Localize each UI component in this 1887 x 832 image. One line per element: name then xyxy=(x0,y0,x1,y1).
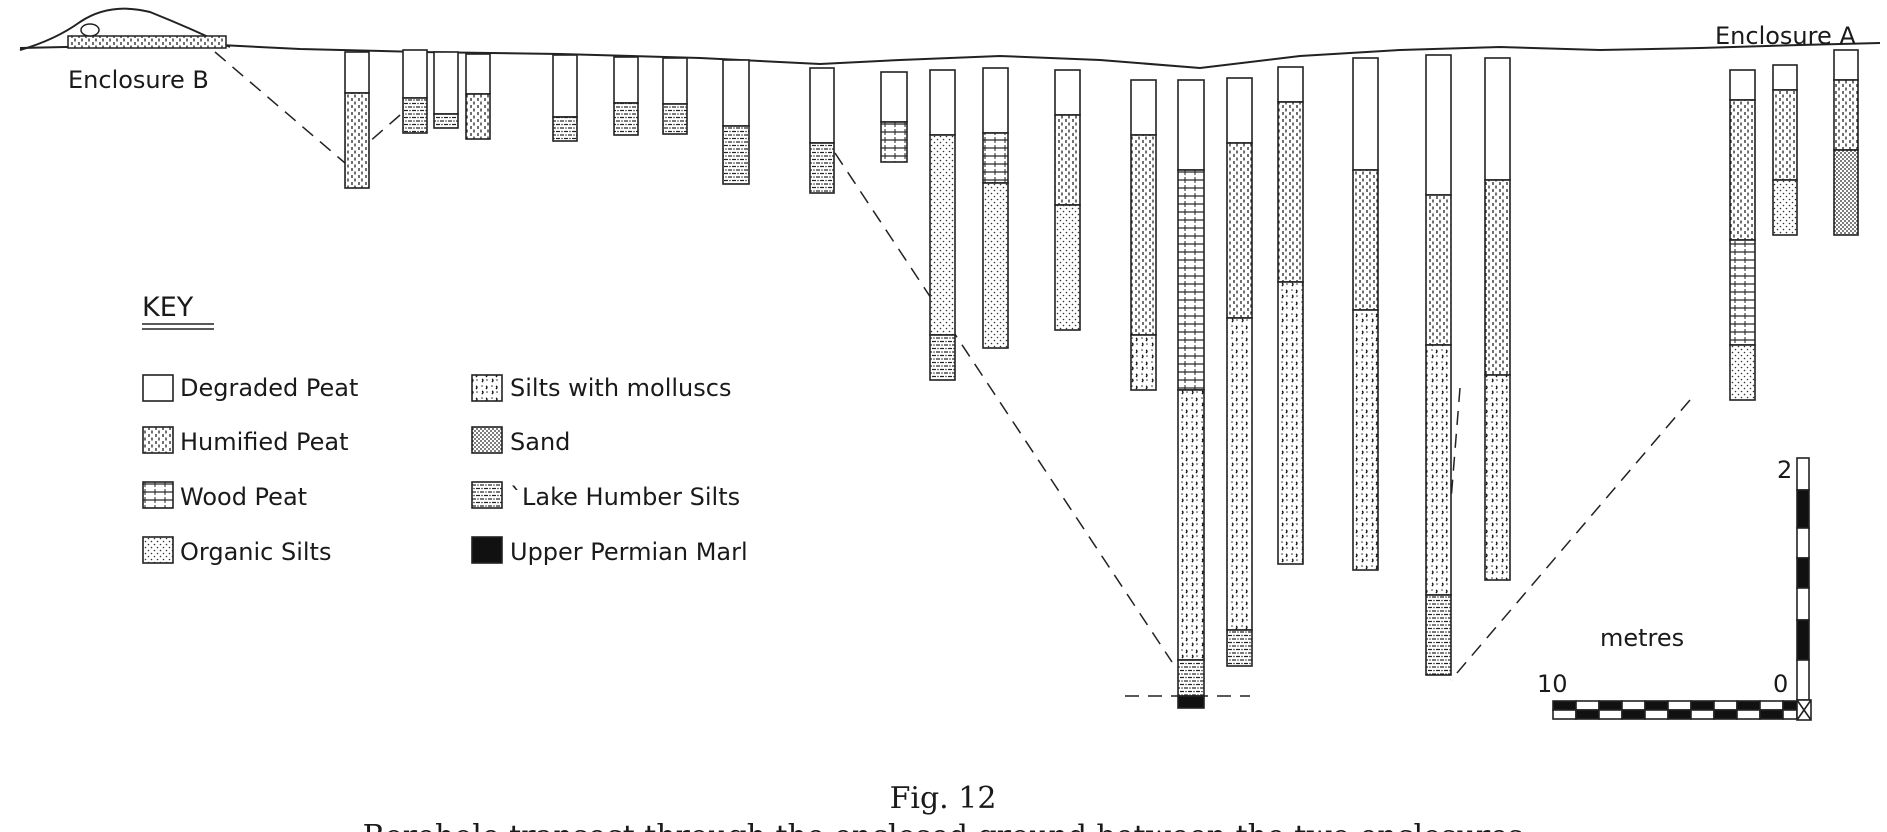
key-item-lake-humber-silts: `Lake Humber Silts xyxy=(471,481,740,511)
key-label-wood-peat: Wood Peat xyxy=(180,483,307,511)
borehole-14 xyxy=(1130,79,1157,391)
borehole-16 xyxy=(1226,77,1253,667)
borehole-13 xyxy=(1054,69,1081,331)
borehole-2 xyxy=(402,49,428,134)
key-label-sand: Sand xyxy=(510,428,570,456)
borehole-7 xyxy=(662,57,688,135)
borehole-21 xyxy=(1729,69,1756,401)
key-item-sand: Sand xyxy=(471,426,570,456)
borehole-11 xyxy=(929,69,956,381)
key-label-lake-humber-silts: `Lake Humber Silts xyxy=(510,483,740,511)
enclosure-b-label: Enclosure B xyxy=(68,66,209,94)
key-label-degraded-peat: Degraded Peat xyxy=(180,374,358,402)
borehole-columns xyxy=(344,49,1859,709)
key-item-humified-peat: Humified Peat xyxy=(142,426,349,456)
borehole-8 xyxy=(722,59,750,185)
key-item-degraded-peat: Degraded Peat xyxy=(142,374,358,402)
borehole-15 xyxy=(1177,79,1205,709)
borehole-17 xyxy=(1277,66,1304,565)
key-legend: KEY Degraded Peat Humified Peat Wood Pea… xyxy=(142,292,748,566)
key-label-silts-molluscs: Silts with molluscs xyxy=(510,374,731,402)
borehole-23 xyxy=(1833,49,1859,236)
borehole-5 xyxy=(552,54,578,142)
vertical-scale-bar xyxy=(1796,457,1810,701)
metres-label: metres xyxy=(1600,624,1684,652)
borehole-20 xyxy=(1484,57,1511,581)
key-item-organic-silts: Organic Silts xyxy=(142,536,331,566)
scale-bar: 2 metres 10 0 xyxy=(1537,456,1812,721)
key-item-upper-permian-marl: Upper Permian Marl xyxy=(471,536,748,566)
borehole-1 xyxy=(344,51,370,189)
borehole-19 xyxy=(1425,54,1452,676)
figure-number: Fig. 12 xyxy=(890,781,997,816)
key-label-organic-silts: Organic Silts xyxy=(180,538,331,566)
borehole-3 xyxy=(433,51,459,129)
ground-surface-line xyxy=(19,42,1881,70)
borehole-12 xyxy=(982,67,1009,349)
borehole-4 xyxy=(465,53,491,140)
key-label-humified-peat: Humified Peat xyxy=(180,428,349,456)
key-item-silts-molluscs: Silts with molluscs xyxy=(471,374,731,402)
enclosure-a-label: Enclosure A xyxy=(1715,22,1856,50)
borehole-10 xyxy=(880,71,908,163)
key-label-upper-permian-marl: Upper Permian Marl xyxy=(510,538,748,566)
scale-horizontal-left-label: 10 xyxy=(1537,670,1568,698)
horizontal-scale-bar xyxy=(1552,699,1812,721)
borehole-9 xyxy=(809,67,835,194)
borehole-6 xyxy=(613,56,639,136)
scale-origin-label: 0 xyxy=(1773,670,1788,698)
key-item-wood-peat: Wood Peat xyxy=(142,481,307,511)
borehole-18 xyxy=(1352,57,1379,571)
enclosure-b-mound xyxy=(19,7,231,51)
borehole-22 xyxy=(1772,64,1798,236)
figure-caption: Borehole transect through the enclosed g… xyxy=(363,819,1524,832)
key-title: KEY xyxy=(142,292,194,323)
scale-vertical-top-label: 2 xyxy=(1777,456,1792,484)
